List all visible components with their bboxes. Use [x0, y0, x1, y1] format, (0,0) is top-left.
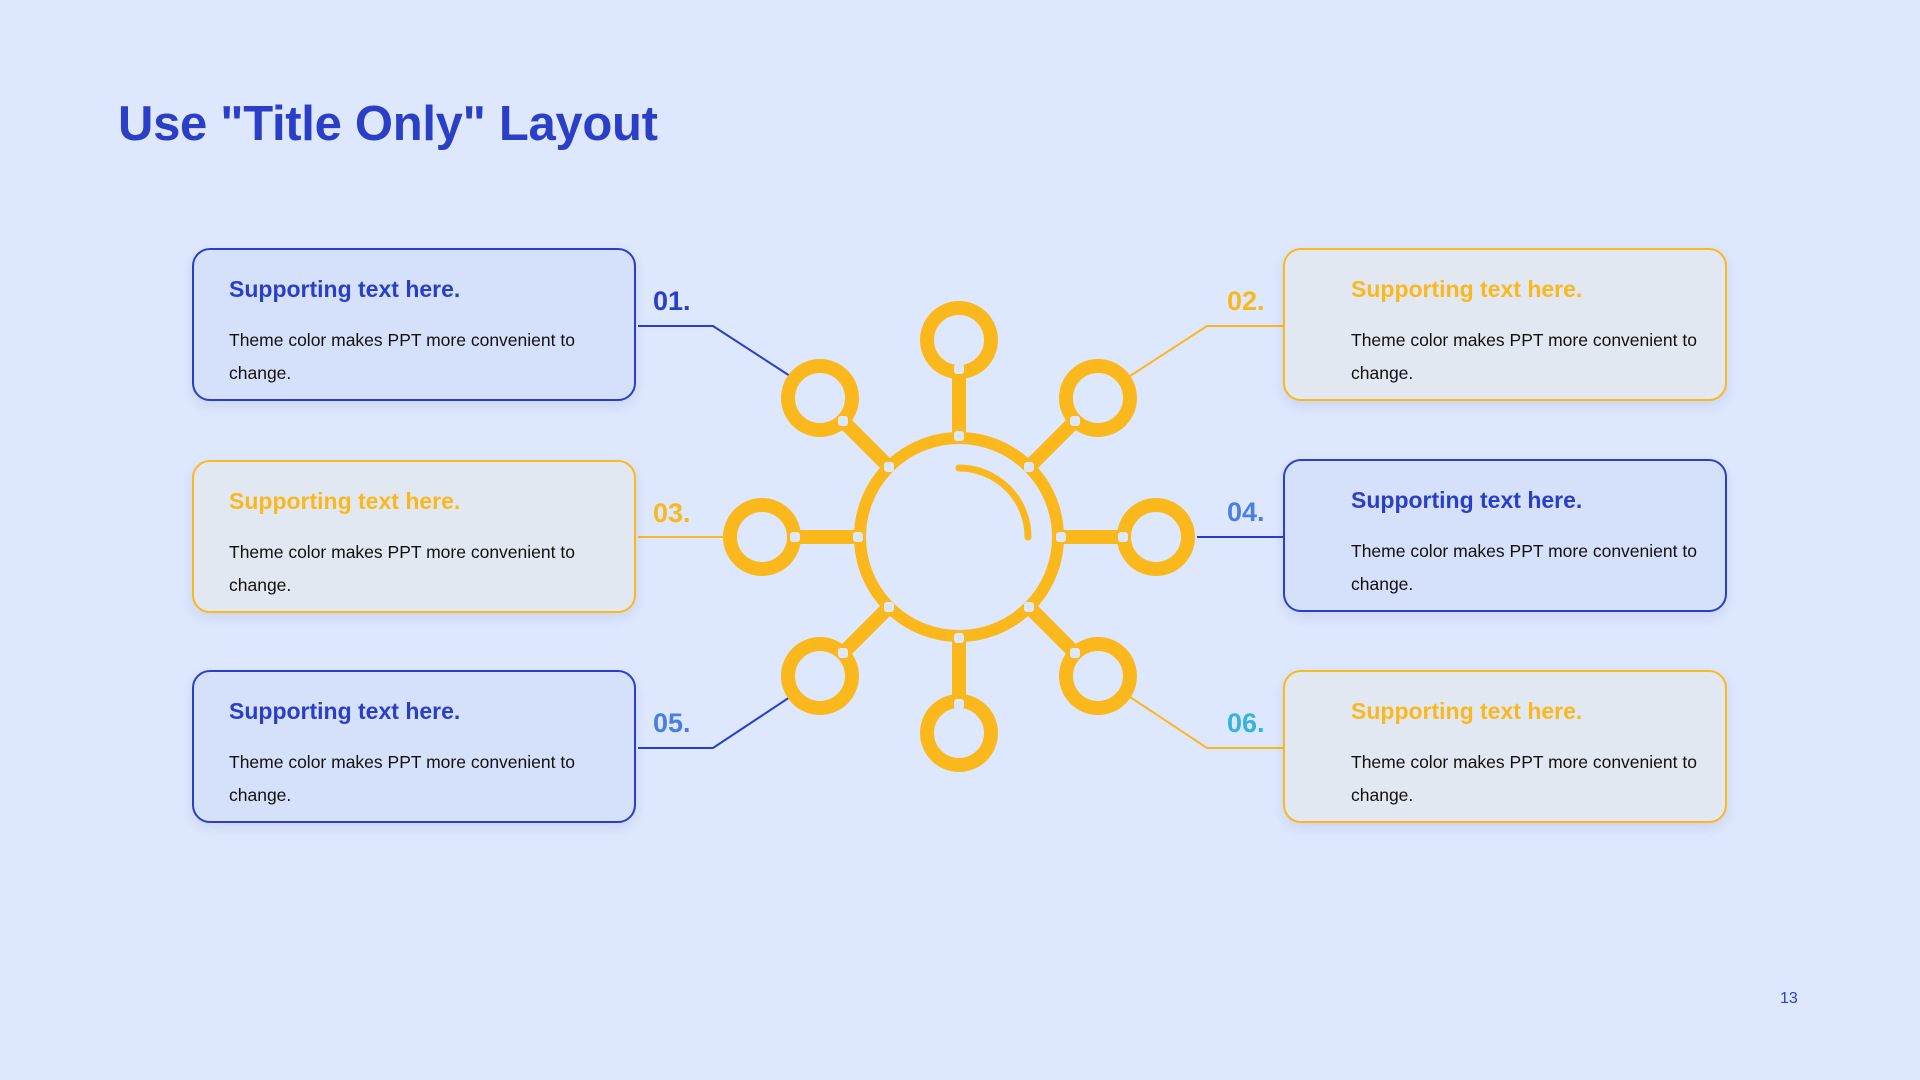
item-card-05: Supporting text here. Theme color makes …	[192, 670, 636, 823]
item-number-03: 03.	[653, 498, 691, 528]
item-number-01: 01.	[653, 286, 691, 316]
node-circle-top	[920, 301, 998, 379]
item-number-02: 02.	[1227, 286, 1265, 316]
connector-line-01	[638, 325, 791, 377]
item-heading: Supporting text here.	[229, 488, 461, 514]
node-circle-right	[1117, 498, 1195, 576]
item-heading: Supporting text here.	[229, 276, 461, 302]
connector-line-02	[1129, 325, 1283, 377]
item-body: Theme color makes PPT more convenient to…	[229, 752, 575, 805]
item-card-04: Supporting text here. Theme color makes …	[1283, 459, 1727, 612]
item-heading: Supporting text here.	[229, 698, 461, 724]
item-heading: Supporting text here.	[1351, 276, 1583, 302]
item-card-02: Supporting text here. Theme color makes …	[1283, 248, 1727, 401]
item-body: Theme color makes PPT more convenient to…	[1351, 330, 1697, 383]
item-body: Theme color makes PPT more convenient to…	[229, 330, 575, 383]
connector-line-06	[1129, 696, 1283, 749]
item-body: Theme color makes PPT more convenient to…	[1351, 541, 1697, 594]
hub-highlight-arc	[955, 464, 1032, 541]
item-card-03: Supporting text here. Theme color makes …	[192, 460, 636, 613]
item-number-06: 06.	[1227, 708, 1265, 738]
item-body: Theme color makes PPT more convenient to…	[229, 542, 575, 595]
item-heading: Supporting text here.	[1351, 487, 1583, 513]
hub-joints	[790, 364, 1128, 709]
item-body: Theme color makes PPT more convenient to…	[1351, 752, 1697, 805]
slide-title: Use "Title Only" Layout	[118, 97, 658, 151]
item-card-06: Supporting text here. Theme color makes …	[1283, 670, 1727, 823]
node-circle-top-left	[781, 359, 859, 437]
hub-spokes	[795, 374, 1123, 700]
item-number-05: 05.	[653, 708, 691, 738]
connector-lines	[638, 325, 1283, 749]
node-circle-top-right	[1059, 359, 1137, 437]
item-card-01: Supporting text here. Theme color makes …	[192, 248, 636, 401]
node-circle-bottom	[920, 694, 998, 772]
item-number-04: 04.	[1227, 497, 1265, 527]
page-number: 13	[1780, 990, 1798, 1007]
node-circle-left	[723, 498, 801, 576]
item-heading: Supporting text here.	[1351, 698, 1583, 724]
connector-line-05	[638, 696, 791, 749]
node-circle-bottom-left	[781, 637, 859, 715]
node-circle-bottom-right	[1059, 637, 1137, 715]
